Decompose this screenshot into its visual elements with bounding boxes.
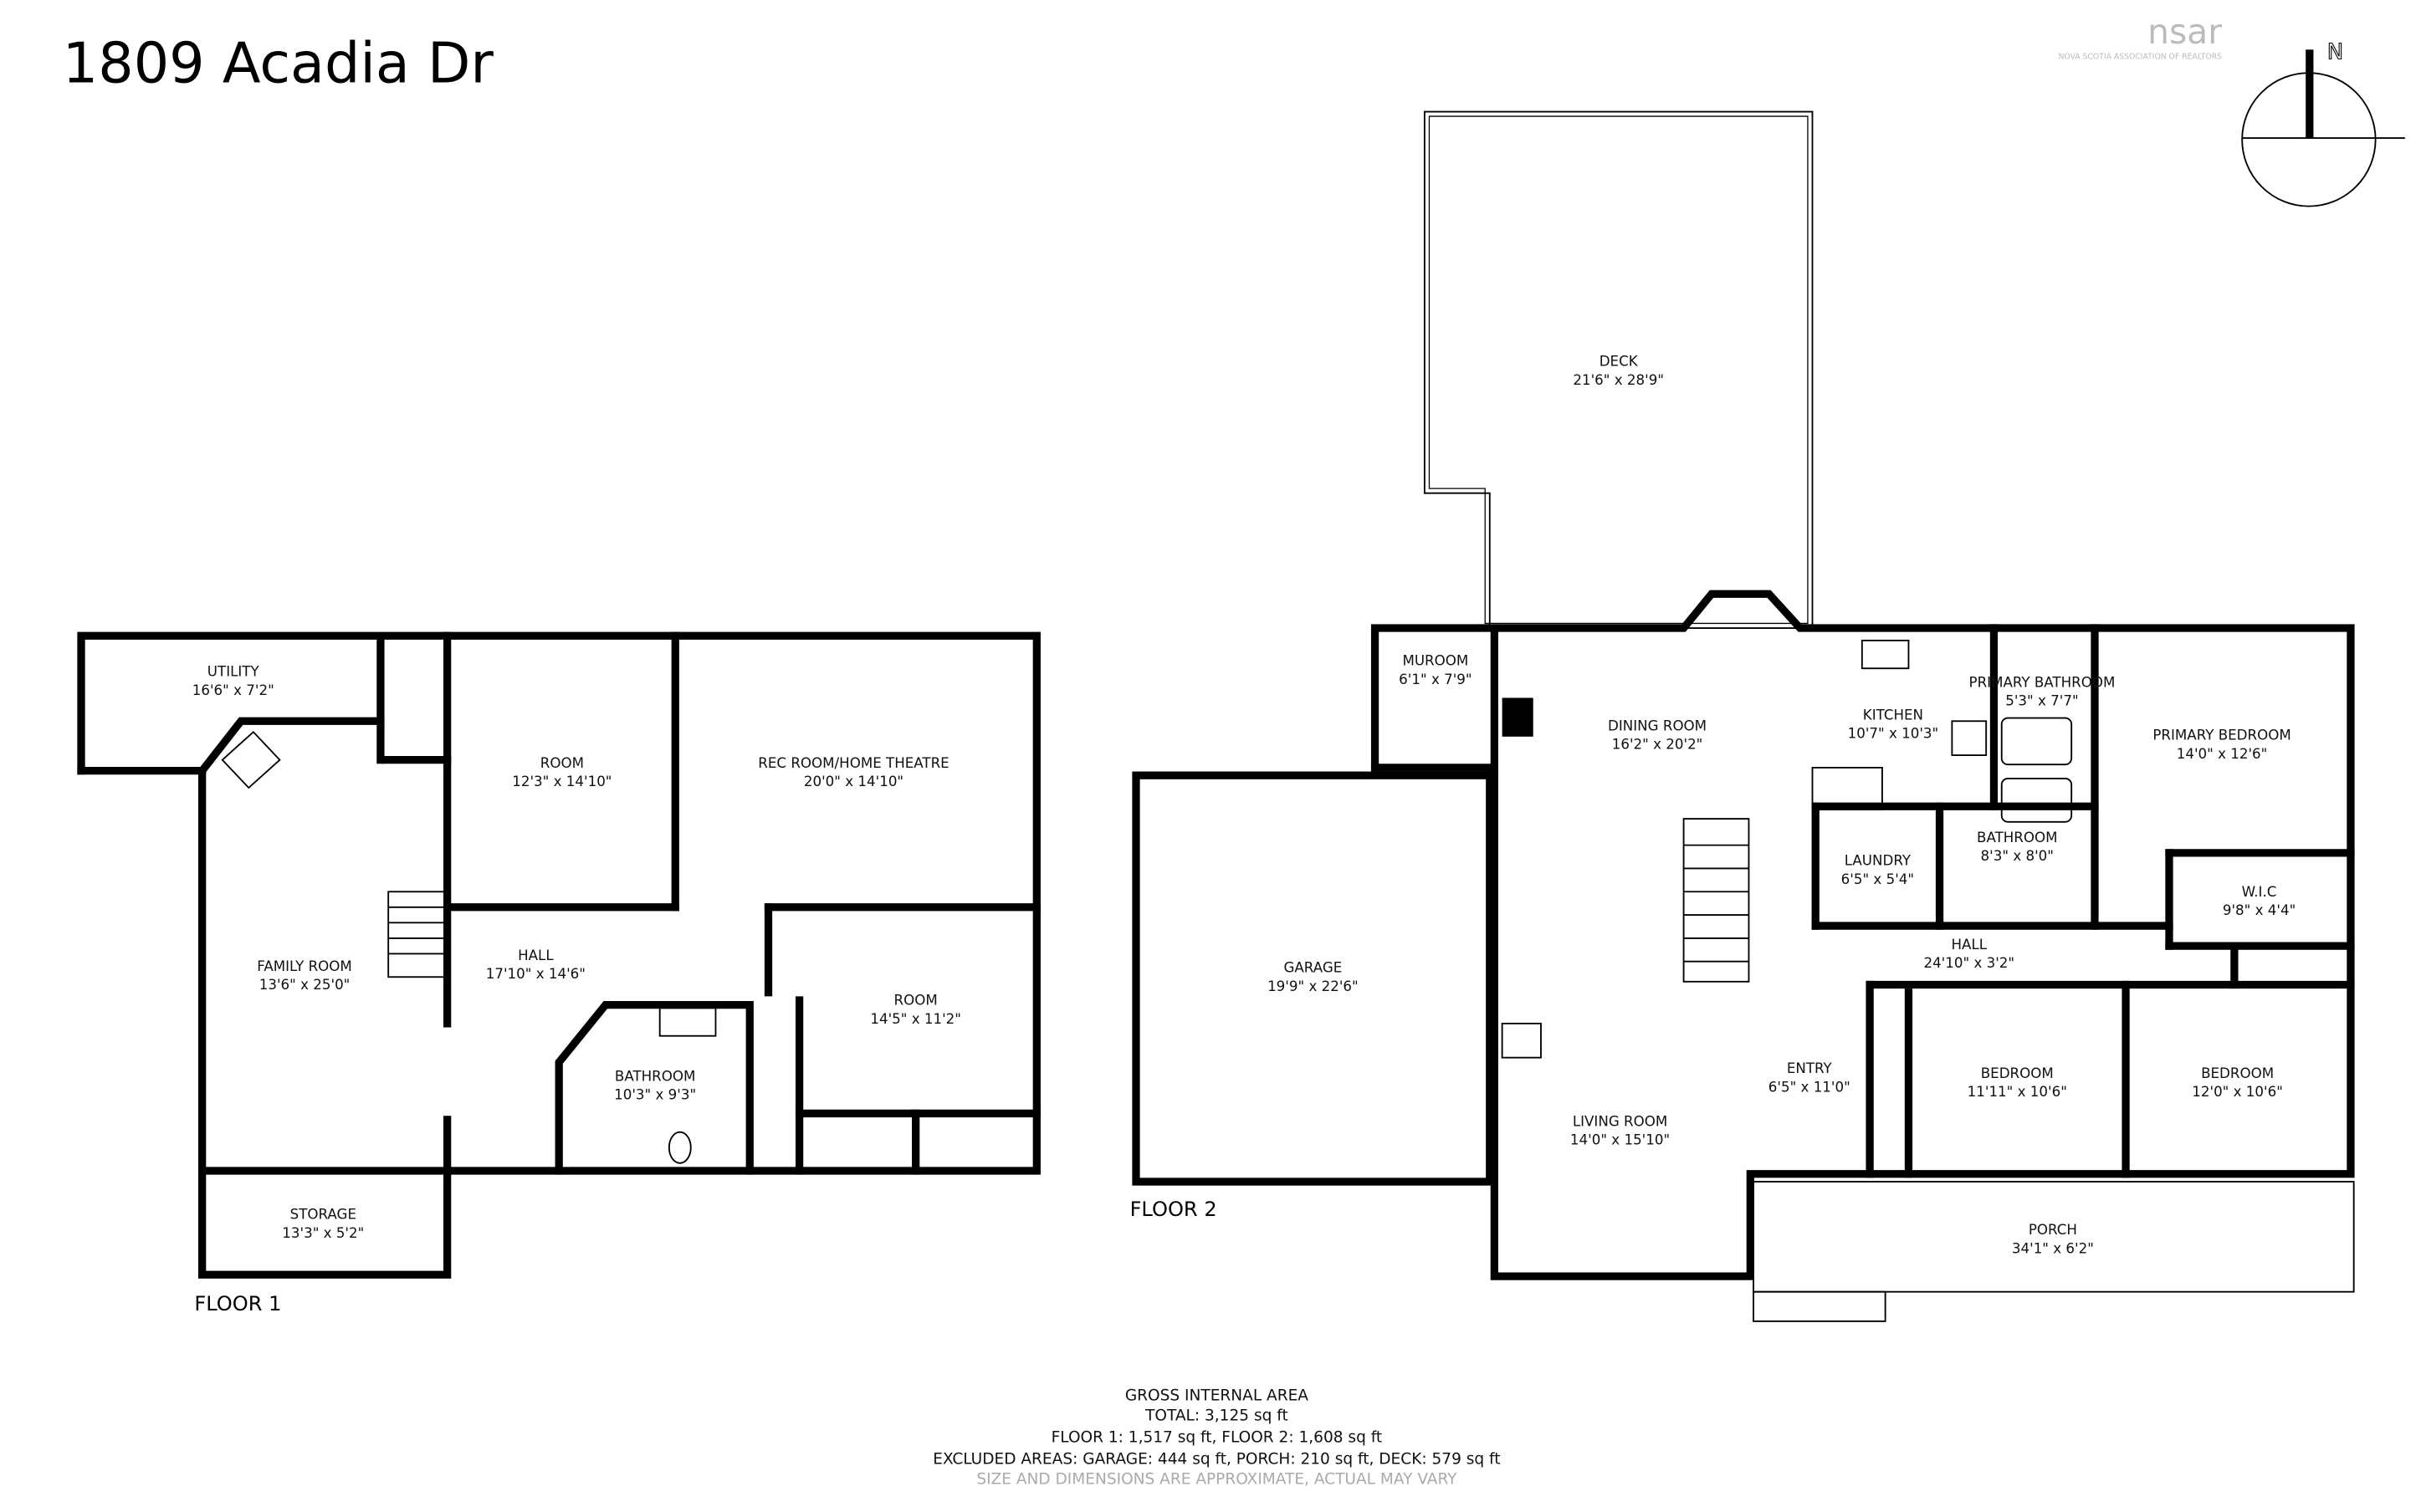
room-name: DINING ROOM bbox=[1608, 718, 1707, 733]
compass-north-label: N bbox=[2327, 39, 2343, 64]
room-dims: 20'0" x 14'10" bbox=[804, 774, 903, 789]
room-name: BEDROOM bbox=[1981, 1065, 2054, 1081]
room-name: BEDROOM bbox=[2201, 1065, 2274, 1081]
room-name: LIVING ROOM bbox=[1573, 1113, 1667, 1129]
logo: nsar NOVA SCOTIA ASSOCIATION OF REALTORS bbox=[2058, 12, 2222, 62]
room-dims: 12'3" x 14'10" bbox=[512, 774, 612, 789]
room-name: ROOM bbox=[540, 755, 584, 771]
room-name: GARAGE bbox=[1283, 960, 1342, 976]
room-dims: 10'7" x 10'3" bbox=[1848, 726, 1939, 742]
summary-total: TOTAL: 3,125 sq ft bbox=[1144, 1407, 1288, 1425]
compass-icon: N bbox=[2241, 39, 2405, 207]
room-dims: 16'6" x 7'2" bbox=[192, 682, 274, 698]
room-dims: 14'0" x 12'6" bbox=[2177, 746, 2268, 762]
room-name: HALL bbox=[1952, 937, 1988, 953]
page-title: 1809 Acadia Dr bbox=[63, 30, 494, 95]
room-dims: 19'9" x 22'6" bbox=[1267, 978, 1359, 994]
room-name: ENTRY bbox=[1787, 1060, 1833, 1076]
floor2-label: FLOOR 2 bbox=[1130, 1198, 1217, 1221]
room-dims: 24'10" x 3'2" bbox=[1923, 955, 2014, 971]
room-name: LAUNDRY bbox=[1845, 853, 1912, 869]
room-name: STORAGE bbox=[290, 1207, 356, 1223]
room-name: ROOM bbox=[894, 993, 938, 1009]
room-dims: 6'5" x 11'0" bbox=[1768, 1079, 1850, 1095]
area-summary: GROSS INTERNAL AREA TOTAL: 3,125 sq ft F… bbox=[933, 1387, 1500, 1488]
summary-disclaimer: SIZE AND DIMENSIONS ARE APPROXIMATE, ACT… bbox=[976, 1471, 1457, 1489]
room-name: REC ROOM/HOME THEATRE bbox=[758, 755, 949, 771]
room-dims: 13'6" x 25'0" bbox=[259, 977, 351, 993]
room-name: W.I.C bbox=[2242, 884, 2277, 900]
summary-heading: GROSS INTERNAL AREA bbox=[1125, 1387, 1308, 1404]
logo-subtitle: NOVA SCOTIA ASSOCIATION OF REALTORS bbox=[2058, 52, 2222, 61]
room-name: BATHROOM bbox=[615, 1068, 695, 1084]
room-dims: 13'3" x 5'2" bbox=[282, 1225, 364, 1241]
room-dims: 17'10" x 14'6" bbox=[486, 966, 586, 982]
room-dims: 8'3" x 8'0" bbox=[1981, 848, 2054, 864]
room-name: MUROOM bbox=[1402, 653, 1468, 669]
floor2-walls bbox=[1132, 110, 2355, 1322]
summary-excluded: EXCLUDED AREAS: GARAGE: 444 sq ft, PORCH… bbox=[933, 1451, 1500, 1469]
room-dims: 6'5" x 5'4" bbox=[1841, 871, 1914, 887]
floor1-walls bbox=[77, 631, 1041, 1279]
room-name: PORCH bbox=[2029, 1222, 2077, 1238]
room-dims: 12'0" x 10'6" bbox=[2192, 1084, 2283, 1100]
room-name: KITCHEN bbox=[1863, 707, 1923, 723]
room-name: PRIMARY BATHROOM bbox=[1969, 674, 2116, 690]
room-dims: 10'3" x 9'3" bbox=[614, 1087, 696, 1103]
floor2-labels: DECK 21'6" x 28'9" MUROOM 6'1" x 7'9" DINI… bbox=[1130, 354, 2296, 1257]
room-dims: 9'8" x 4'4" bbox=[2223, 902, 2296, 918]
room-dims: 14'5" x 11'2" bbox=[870, 1011, 961, 1027]
room-dims: 6'1" x 7'9" bbox=[1399, 672, 1472, 687]
room-name: HALL bbox=[518, 948, 554, 963]
floor1-label: FLOOR 1 bbox=[194, 1292, 281, 1315]
room-name: DECK bbox=[1599, 354, 1639, 370]
room-name: PRIMARY BEDROOM bbox=[2152, 728, 2290, 743]
room-name: FAMILY ROOM bbox=[257, 958, 352, 974]
room-dims: 21'6" x 28'9" bbox=[1573, 372, 1664, 388]
room-dims: 5'3" x 7'7" bbox=[2005, 693, 2078, 709]
room-name: BATHROOM bbox=[1977, 830, 2057, 845]
room-dims: 11'11" x 10'6" bbox=[1968, 1084, 2067, 1100]
room-name: UTILITY bbox=[207, 664, 260, 680]
room-dims: 34'1" x 6'2" bbox=[2012, 1240, 2094, 1256]
room-dims: 14'0" x 15'10" bbox=[1570, 1132, 1670, 1148]
floor1-labels: UTILITY 16'6" x 7'2" ROOM 12'3" x 14'10" R… bbox=[192, 664, 961, 1315]
room-dims: 16'2" x 20'2" bbox=[1612, 737, 1703, 753]
summary-floors: FLOOR 1: 1,517 sq ft, FLOOR 2: 1,608 sq … bbox=[1052, 1429, 1383, 1447]
logo-text: nsar bbox=[2147, 12, 2222, 52]
